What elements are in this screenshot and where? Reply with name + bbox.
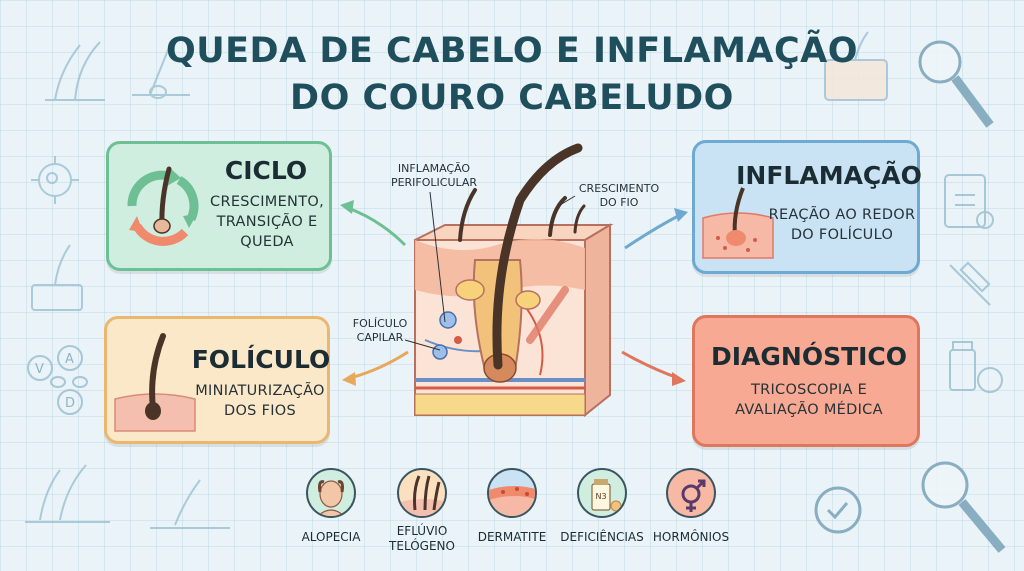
arrow-to-diagnostico [621, 350, 686, 386]
ciclo-heading: CICLO [224, 156, 308, 185]
supplement-label: N3 [595, 492, 607, 501]
miniaturized-follicle-icon [114, 333, 196, 432]
dermatite-label: DERMATITE [477, 530, 547, 544]
hair-sketch-bottom-left-icon [25, 464, 230, 529]
foliculo-description: MINIATURIZAÇÃO DOS FIOS [189, 381, 331, 421]
title-line-2: DO COURO CABELUDO [290, 78, 734, 118]
vitamin-a-letter: A [65, 352, 74, 367]
ciclo-line-2: TRANSIÇÃO E [216, 214, 318, 230]
inflamacao-heading: INFLAMAÇÃO [736, 161, 922, 190]
foliculo-line-2: DOS FIOS [223, 403, 297, 419]
card-inflamacao: INFLAMAÇÃO REAÇÃO AO REDOR DO FOLÍCULO [692, 140, 922, 274]
inflamacao-description: REAÇÃO AO REDOR DO FOLÍCULO [767, 205, 917, 245]
callout-inflamacao-line-2: PERIFOLICULAR [390, 176, 478, 189]
cycle-arrows-icon [127, 166, 199, 246]
deficiencias-label: DEFICIÊNCIAS [560, 530, 644, 544]
foliculo-heading: FOLÍCULO [191, 345, 331, 374]
magnifier-top-right-icon [918, 40, 994, 128]
virus-cell-icon [31, 156, 79, 204]
inflamed-follicle-icon [702, 187, 774, 259]
medicine-bottle-icon [949, 341, 1003, 393]
callout-crescimento-fio: CRESCIMENTO DO FIO [574, 182, 664, 210]
alopecia-label: ALOPECIA [301, 530, 361, 544]
callout-foliculo-line-2: CAPILAR [356, 331, 404, 344]
inflamacao-line-1: REAÇÃO AO REDOR [768, 207, 916, 223]
hair-follicle-icon [399, 475, 445, 516]
syringe-icon [949, 261, 991, 306]
callout-foliculo-line-1: FOLÍCULO [352, 317, 408, 330]
callout-inflamacao-perifolicular: INFLAMAÇÃO PERIFOLICULAR [382, 162, 486, 190]
clipboard-icon [944, 174, 994, 229]
arrow-to-inflamacao [624, 208, 688, 250]
inflamacao-line-2: DO FOLÍCULO [790, 227, 894, 243]
card-diagnostico: DIAGNÓSTICO TRICOSCOPIA E AVALIAÇÃO MÉDI… [692, 315, 920, 447]
dermatite-circle [487, 468, 537, 518]
foliculo-line-1: MINIATURIZAÇÃO [195, 383, 325, 399]
eflivio-label: EFLÚVIO TELÓGENO [377, 524, 467, 554]
gender-symbol-icon [681, 479, 706, 512]
eflivio-circle [397, 468, 447, 518]
magnifier-bottom-right-icon [814, 461, 1006, 553]
skin-cross-section-diagram [414, 143, 614, 418]
irritated-skin-icon [489, 486, 535, 516]
vitamin-v-letter: V [35, 362, 44, 377]
alopecia-circle [306, 468, 356, 518]
callout-crescimento-line-2: DO FIO [599, 196, 639, 209]
page-title: QUEDA DE CABELO E INFLAMAÇÃO DO COURO CA… [150, 28, 874, 122]
card-foliculo: FOLÍCULO MINIATURIZAÇÃO DOS FIOS [104, 316, 330, 444]
skin-sketch-left-icon [31, 244, 83, 311]
balding-head-icon [317, 480, 345, 516]
diagnostico-line-2: AVALIAÇÃO MÉDICA [735, 402, 883, 418]
eflivio-label-text: EFLÚVIO TELÓGENO [389, 524, 455, 553]
callout-foliculo-capilar: FOLÍCULO CAPILAR [345, 317, 415, 345]
hormonios-circle [666, 468, 716, 518]
ciclo-description: CRESCIMENTO, TRANSIÇÃO E QUEDA [201, 192, 333, 252]
diagnostico-line-1: TRICOSCOPIA E [750, 382, 868, 398]
ciclo-line-3: QUEDA [240, 234, 294, 250]
deficiencias-circle: N3 [577, 468, 627, 518]
vitamin-d-letter: D [65, 396, 75, 411]
arrow-to-foliculo [342, 350, 409, 386]
hormonios-label: HORMÔNIOS [652, 530, 730, 544]
diagnostico-heading: DIAGNÓSTICO [710, 342, 908, 371]
supplement-bottle-icon [591, 479, 622, 512]
title-line-1: QUEDA DE CABELO E INFLAMAÇÃO [165, 31, 859, 71]
diagnostico-description: TRICOSCOPIA E AVALIAÇÃO MÉDICA [699, 380, 919, 420]
ciclo-line-1: CRESCIMENTO, [210, 194, 324, 210]
vitamin-pills-icon [27, 345, 88, 415]
callout-inflamacao-line-1: INFLAMAÇÃO [397, 162, 471, 175]
card-ciclo: CICLO CRESCIMENTO, TRANSIÇÃO E QUEDA [106, 141, 332, 271]
skin-sketch-top-right-icon [824, 31, 888, 101]
callout-crescimento-line-1: CRESCIMENTO [578, 182, 660, 195]
hair-sketch-top-left-icon [45, 39, 190, 101]
arrow-to-ciclo [340, 200, 407, 247]
